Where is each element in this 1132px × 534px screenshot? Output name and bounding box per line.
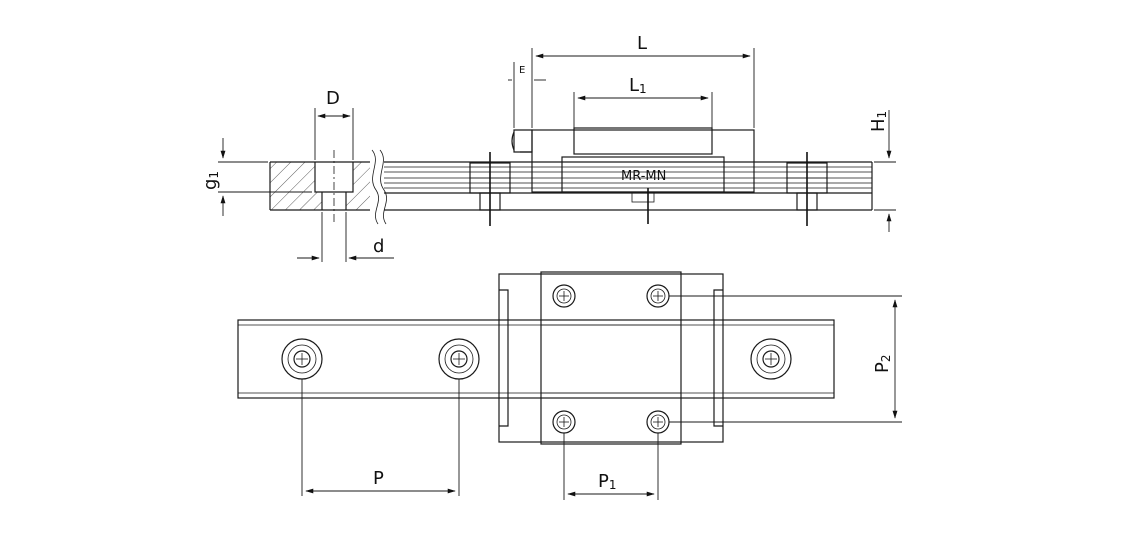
top-view: P P1 P2: [237, 271, 902, 500]
rail-hole-1: [281, 338, 323, 380]
break-lines: [371, 149, 387, 225]
block-hole-tl: [552, 284, 576, 308]
carriage-block-top: [498, 271, 724, 445]
dim-D-label: D: [326, 88, 340, 109]
side-view: MR-MN L L1 E H1: [200, 33, 896, 262]
dim-g1-label: g1: [200, 171, 221, 190]
dim-L1: L1: [573, 75, 713, 128]
block-hole-tr: [646, 284, 670, 308]
block-hole-br: [646, 410, 670, 434]
dim-E: E: [508, 62, 546, 128]
dim-L-label: L: [637, 33, 647, 54]
dim-D: D: [314, 88, 354, 160]
dim-g1: g1: [200, 138, 312, 216]
dim-P: P: [301, 379, 460, 496]
rail-bolt-left: [469, 152, 511, 226]
dim-L: L: [531, 33, 755, 128]
dim-L1-label: L1: [629, 75, 647, 96]
dim-P2: P2: [669, 295, 902, 423]
rail-top: [237, 319, 835, 399]
dim-P1: P1: [563, 433, 659, 500]
rail-bolt-right: [786, 152, 828, 226]
model-label: MR-MN: [621, 169, 666, 184]
block-hole-bl: [552, 410, 576, 434]
rail-hole-3: [750, 338, 792, 380]
dim-d: d: [297, 212, 394, 262]
dim-E-label: E: [519, 65, 525, 76]
rail-hole-2: [438, 338, 480, 380]
carriage-block-side: [511, 127, 755, 224]
dim-d-label: d: [373, 236, 384, 257]
rail-section-hatched: [269, 150, 370, 222]
dim-P1-label: P1: [598, 471, 617, 492]
dim-H1: H1: [868, 110, 896, 232]
dim-P-label: P: [373, 468, 384, 489]
dim-P2-label: P2: [872, 355, 893, 374]
dim-H1-label: H1: [868, 111, 889, 132]
